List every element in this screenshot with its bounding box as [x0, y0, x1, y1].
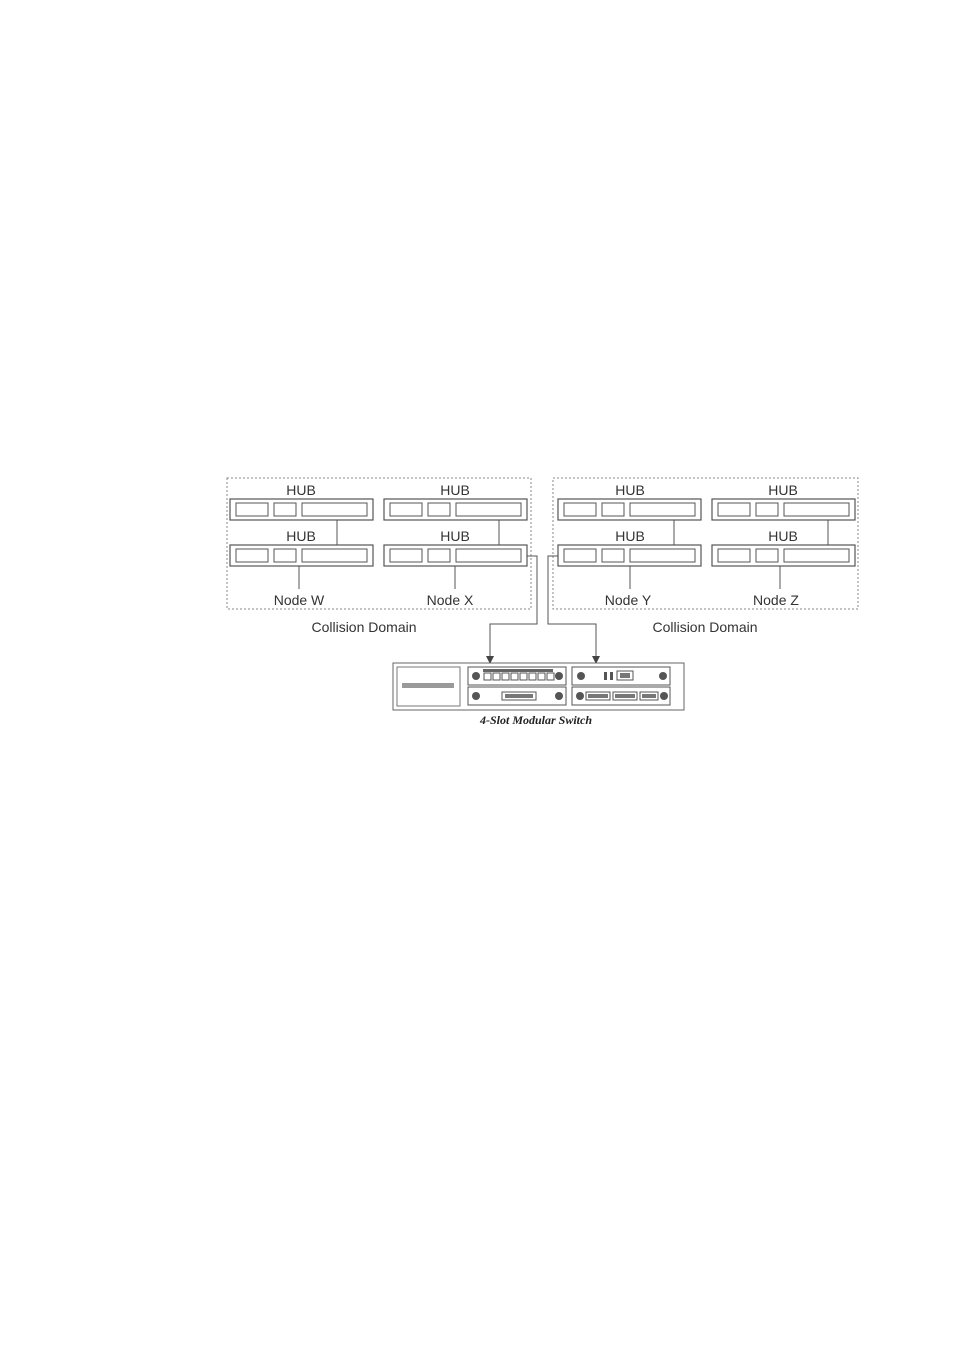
node-w-label: Node W [274, 592, 325, 608]
collision-domain-left-label: Collision Domain [311, 619, 416, 635]
hub-right-bottom-left: HUB [558, 528, 701, 566]
hub-label: HUB [615, 482, 645, 498]
hub-label: HUB [286, 482, 316, 498]
switch-slot-3 [572, 667, 670, 685]
node-z-label: Node Z [753, 592, 799, 608]
hub-right-bottom-right: HUB [712, 528, 855, 566]
switch-slot-2 [468, 687, 566, 705]
hub-left-bottom-left: HUB [230, 528, 373, 566]
collision-domain-left: HUB HUB HUB HUB [227, 478, 531, 635]
hub-left-top-right: HUB [384, 482, 527, 520]
modular-switch: 4-Slot Modular Switch [393, 663, 684, 727]
collision-domain-right-label: Collision Domain [652, 619, 757, 635]
switch-caption: 4-Slot Modular Switch [479, 713, 592, 727]
node-y-label: Node Y [605, 592, 652, 608]
uplinks [486, 556, 600, 664]
hub-label: HUB [615, 528, 645, 544]
collision-domain-right-border [553, 478, 858, 609]
hub-label: HUB [286, 528, 316, 544]
switch-slot-4 [572, 687, 670, 705]
hub-right-top-left: HUB [558, 482, 701, 520]
hub-label: HUB [440, 528, 470, 544]
uplink-left [490, 556, 537, 658]
hub-right-top-right: HUB [712, 482, 855, 520]
uplink-right [548, 556, 596, 658]
hub-left-bottom-right: HUB [384, 528, 527, 566]
hub-label: HUB [768, 528, 798, 544]
node-x-label: Node X [427, 592, 474, 608]
hub-left-top-left: HUB [230, 482, 373, 520]
collision-domain-right: HUB HUB HUB HUB [553, 478, 858, 635]
hub-label: HUB [440, 482, 470, 498]
collision-domain-left-border [227, 478, 531, 609]
switch-logo [402, 683, 454, 688]
hub-label: HUB [768, 482, 798, 498]
switch-slot-1 [468, 667, 566, 685]
